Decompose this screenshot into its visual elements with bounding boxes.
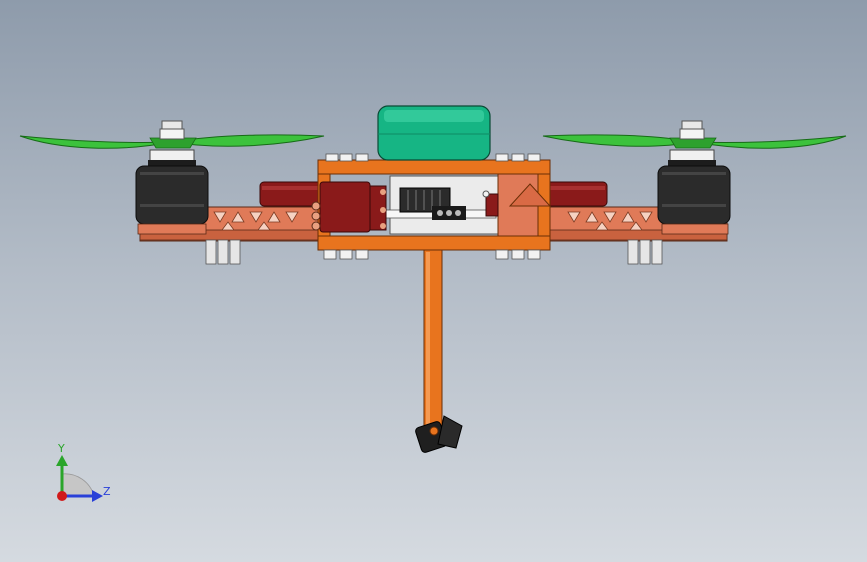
left-esc bbox=[259, 181, 323, 207]
battery bbox=[377, 105, 491, 161]
right-esc bbox=[544, 181, 608, 207]
left-motor bbox=[135, 149, 209, 235]
right-propeller bbox=[542, 134, 847, 149]
fpv-camera bbox=[415, 415, 463, 453]
right-arm bbox=[536, 206, 728, 242]
left-frame-module bbox=[311, 181, 387, 233]
flight-controller-block bbox=[399, 187, 466, 220]
left-prop-nut bbox=[159, 120, 185, 140]
right-prop-nut bbox=[679, 120, 705, 140]
y-axis-arrow-icon bbox=[56, 455, 68, 466]
top-hardware bbox=[325, 153, 541, 162]
right-standoffs bbox=[627, 239, 663, 265]
triad-plane-quadrant bbox=[61, 473, 95, 497]
left-standoffs bbox=[205, 239, 241, 265]
right-motor bbox=[657, 149, 731, 235]
x-axis-dot-icon bbox=[57, 491, 67, 501]
z-axis-label: Z bbox=[103, 485, 111, 498]
z-axis-arrow-icon bbox=[92, 490, 103, 502]
orientation-triad[interactable]: Y Z bbox=[48, 438, 128, 518]
right-frame-connector bbox=[482, 190, 499, 217]
camera-mast bbox=[423, 249, 443, 429]
triad-graphic bbox=[56, 455, 103, 502]
bottom-hardware bbox=[323, 249, 541, 260]
y-axis-label: Y bbox=[58, 442, 65, 455]
left-propeller bbox=[19, 134, 325, 149]
